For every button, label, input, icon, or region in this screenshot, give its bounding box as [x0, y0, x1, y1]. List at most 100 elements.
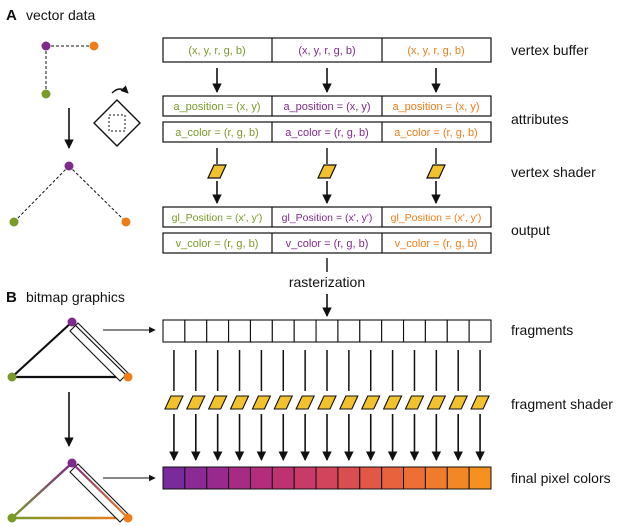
attribute-color-cell: a_color = (r, g, b): [175, 127, 258, 139]
fragments-row: [162, 319, 492, 343]
fragment-cell: [293, 319, 317, 343]
final-pixel: [249, 466, 273, 490]
attributes-label: attributes: [511, 111, 569, 127]
vertex-buffer-row: (x, y, r, g, b) (x, y, r, g, b) (x, y, r…: [162, 37, 492, 63]
bitmap-triangle-lower: [7, 458, 133, 523]
attributes-position-row: a_position = (x, y) a_position = (x, y) …: [162, 95, 492, 117]
final-pixel: [315, 466, 339, 490]
fragment-shader-icon: [229, 395, 250, 410]
fragment-cell: [162, 319, 186, 343]
vertex-dot-green: [41, 89, 51, 99]
fragment-arrows: [173, 350, 481, 391]
attribute-color-cell: a_color = (r, g, b): [285, 127, 368, 139]
vertex-shader-label: vertex shader: [511, 164, 596, 180]
vertex-dot-purple: [41, 41, 51, 51]
fragment-shader-icon: [207, 395, 228, 410]
attribute-position-cell: a_position = (x, y): [392, 101, 479, 113]
fragment-cell: [381, 319, 405, 343]
vertex-shader-icon: [426, 164, 446, 179]
output-color-cell: v_color = (r, g, b): [395, 238, 478, 250]
fragment-shader-icon: [404, 395, 425, 410]
final-pixel: [424, 466, 448, 490]
fragment-shader-icon: [164, 395, 184, 410]
fragment-cell: [249, 319, 273, 343]
final-pixel: [403, 466, 426, 490]
fragment-shaders-row: [164, 395, 490, 410]
fragment-shader-icon: [295, 395, 315, 410]
bitmap-triangle-upper: [7, 317, 133, 382]
fragment-shader-icon: [426, 395, 447, 410]
final-pixel: [337, 466, 361, 490]
vertex-shader-icon: [207, 164, 227, 179]
fragment-cell: [424, 319, 448, 343]
vertex-dot-orange: [123, 513, 133, 523]
rasterization-label: rasterization: [289, 274, 365, 290]
output-color-row: v_color = (r, g, b) v_color = (r, g, b) …: [162, 232, 492, 254]
panel-a-title: vector data: [26, 7, 95, 23]
output-position-row: gl_Position = (x', y') gl_Position = (x'…: [162, 206, 492, 228]
final-pixel: [206, 466, 230, 490]
fragment-cell: [402, 319, 426, 343]
vector-vertices-sketch: [41, 41, 99, 99]
fragment-shader-icon: [470, 395, 490, 410]
fragment-cell: [446, 319, 470, 343]
attributes-color-row: a_color = (r, g, b) a_color = (r, g, b) …: [162, 121, 492, 143]
fragment-shader-label: fragment shader: [511, 396, 613, 412]
vertex-dot-orange: [89, 41, 99, 51]
final-pixel: [446, 466, 470, 490]
final-pixel: [271, 466, 295, 490]
fragment-shader-icon: [317, 395, 337, 410]
final-pixel-colors-label: final pixel colors: [511, 470, 611, 486]
output-position-cell: gl_Position = (x', y'): [391, 212, 482, 224]
rotation-icon: [93, 85, 141, 147]
vertex-shader-icon: [317, 164, 337, 179]
output-color-cell: v_color = (r, g, b): [286, 238, 369, 250]
fragment-cell: [337, 319, 361, 343]
panel-a-letter: A: [6, 7, 17, 24]
vertex-dot-purple: [64, 161, 74, 171]
final-pixel: [381, 466, 405, 490]
fragment-shader-icon: [251, 395, 272, 410]
fragment-shader-icon: [448, 395, 469, 410]
fragment-cell: [468, 319, 492, 343]
output-label: output: [511, 222, 550, 238]
vertex-buffer-cell: (x, y, r, g, b): [407, 45, 464, 57]
vertex-shader-stage: [207, 148, 446, 204]
panel-b-title: bitmap graphics: [26, 289, 125, 305]
final-pixels-row: [162, 466, 492, 490]
fragment-cell: [315, 319, 339, 343]
panel-b-letter: B: [6, 289, 17, 306]
pixel-arrows: [169, 414, 485, 461]
final-pixel: [359, 466, 383, 490]
final-pixel: [184, 466, 208, 490]
transformed-vertices-sketch: [9, 161, 131, 227]
attribute-position-cell: a_position = (x, y): [283, 101, 370, 113]
vertex-buffer-cell: (x, y, r, g, b): [298, 45, 355, 57]
fragment-shader-icon: [360, 395, 381, 410]
vertex-dot-purple: [67, 458, 77, 468]
attribute-color-cell: a_color = (r, g, b): [394, 127, 477, 139]
final-pixel: [293, 466, 317, 490]
fragment-shader-icon: [185, 395, 206, 410]
output-color-cell: v_color = (r, g, b): [176, 238, 259, 250]
vertex-dot-green: [7, 513, 17, 523]
fragment-shader-icon: [273, 395, 294, 410]
vertex-dot-orange: [121, 217, 131, 227]
vertex-buffer-label: vertex buffer: [511, 42, 589, 58]
vertex-dot-green: [9, 217, 19, 227]
fragment-cell: [271, 319, 295, 343]
vertex-buffer-cell: (x, y, r, g, b): [188, 45, 245, 57]
output-position-cell: gl_Position = (x', y'): [172, 212, 263, 224]
fragment-cell: [184, 319, 208, 343]
attribute-position-cell: a_position = (x, y): [173, 101, 260, 113]
vertex-dot-purple: [67, 317, 77, 327]
vertex-dot-green: [7, 372, 17, 382]
output-position-cell: gl_Position = (x', y'): [282, 212, 373, 224]
fragment-cell: [206, 319, 230, 343]
final-pixel: [228, 466, 251, 490]
vertex-dot-orange: [123, 372, 133, 382]
fragment-shader-icon: [339, 395, 359, 410]
fragment-shader-icon: [382, 395, 403, 410]
final-pixel: [468, 466, 492, 490]
